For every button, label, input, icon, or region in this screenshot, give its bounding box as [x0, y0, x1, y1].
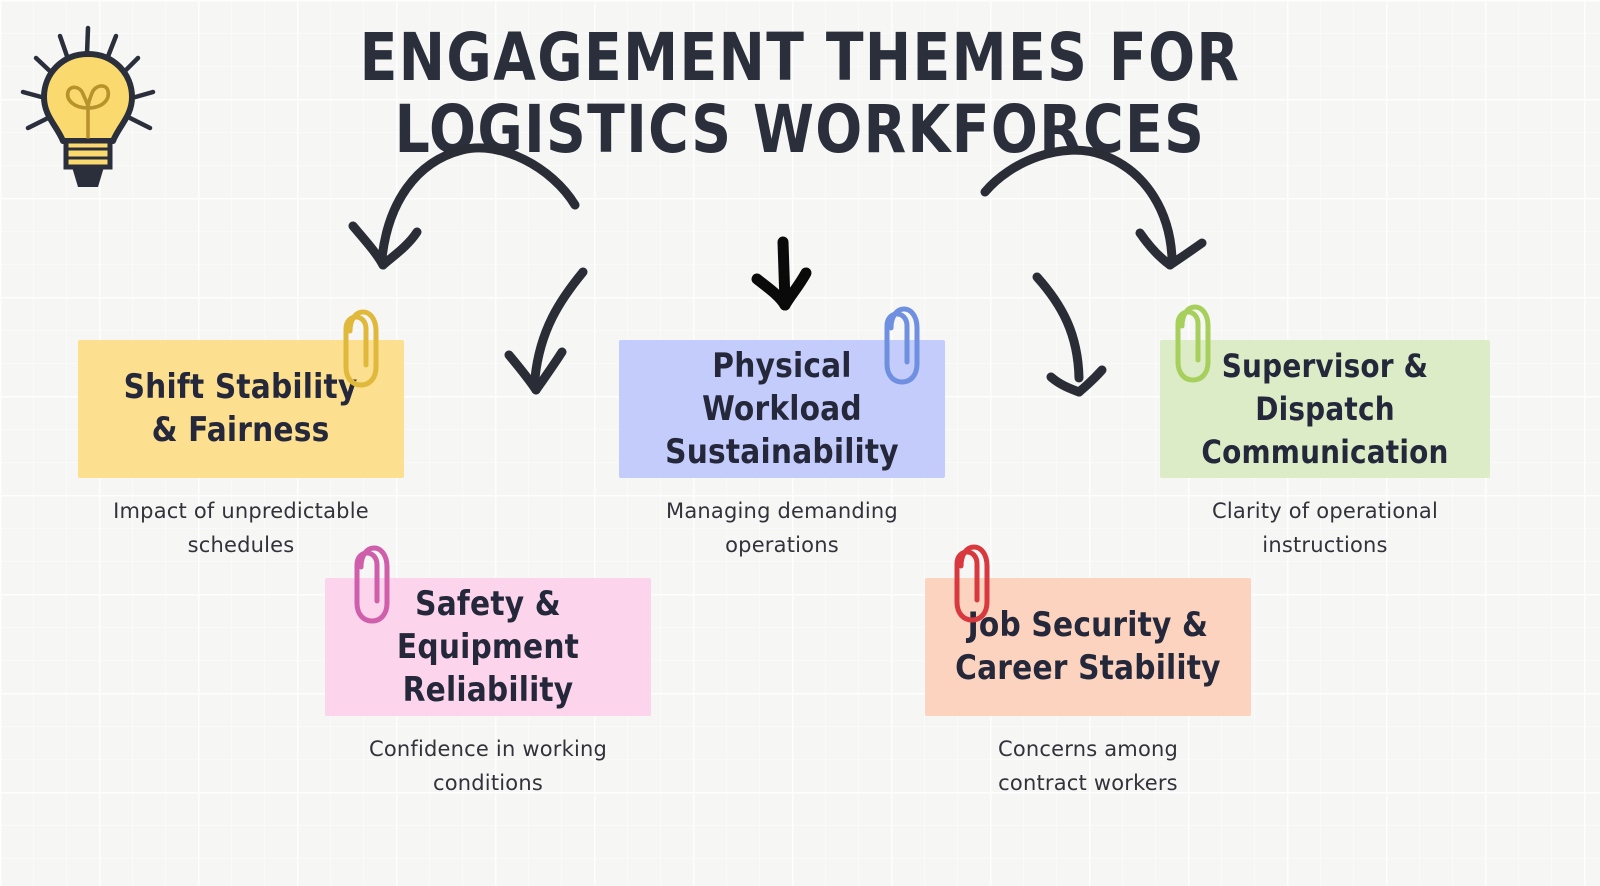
- paperclip-icon: [877, 302, 923, 388]
- curved-arrow-icon: [1032, 272, 1107, 397]
- paperclip-icon: [947, 540, 993, 626]
- paperclip-icon: [347, 541, 393, 627]
- page-title: ENGAGEMENT THEMES FOR LOGISTICS WORKFORC…: [359, 19, 1241, 168]
- note-body: Shift Stability& Fairness: [78, 340, 404, 478]
- note-title: Job Security &Career Stability: [955, 605, 1221, 688]
- note-body: Job Security &Career Stability: [925, 578, 1251, 716]
- card-job-security[interactable]: Job Security &Career Stability Concerns …: [925, 544, 1251, 800]
- straight-arrow-icon: [751, 236, 812, 311]
- lightbulb-icon: [8, 12, 168, 202]
- paperclip-icon: [336, 305, 382, 391]
- card-shift-stability[interactable]: Shift Stability& Fairness Impact of unpr…: [78, 309, 404, 562]
- note-title: Shift Stability& Fairness: [124, 367, 358, 450]
- paperclip-icon: [1168, 300, 1214, 386]
- curved-arrow-icon: [504, 267, 588, 395]
